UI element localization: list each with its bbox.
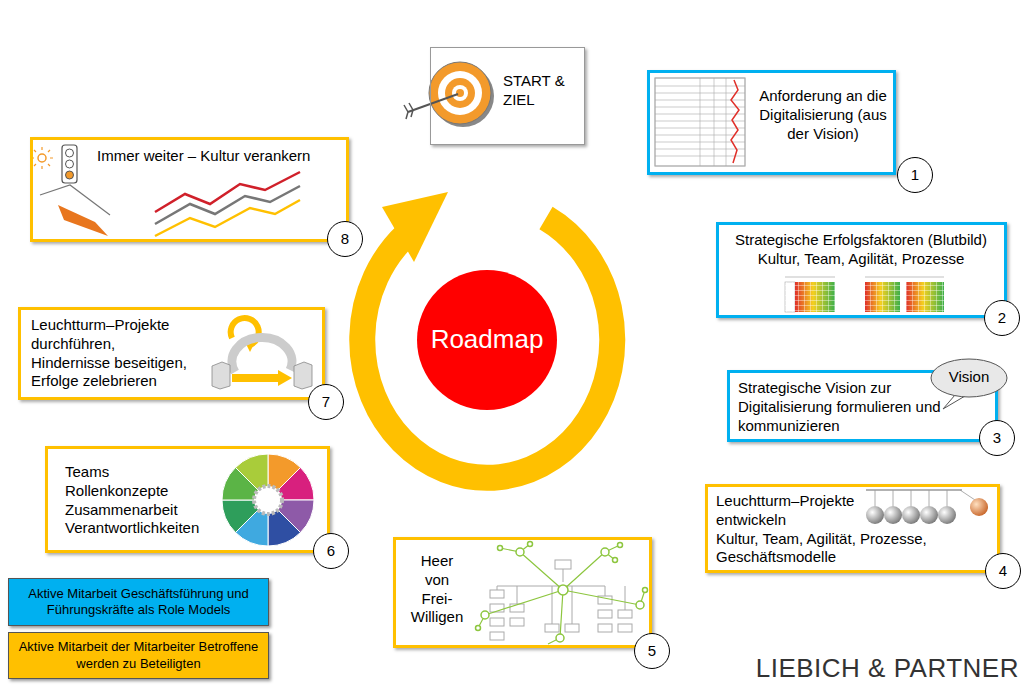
number-text: 4 bbox=[986, 554, 1020, 588]
text-group: Immer weiter – Kultur verankern bbox=[97, 147, 343, 166]
text-group: Anforderung an die Digitalisierung (aus … bbox=[756, 87, 890, 143]
step-box: Leuchtturm–Projekte durchführen,Hinderni… bbox=[18, 307, 325, 400]
speech-bubble: Vision bbox=[930, 358, 1008, 398]
node-text: Anforderung an die Digitalisierung (aus … bbox=[756, 87, 890, 143]
table-thumbnail bbox=[655, 78, 745, 166]
step-box: Anforderung an die Digitalisierung (aus … bbox=[647, 70, 896, 175]
node-text: Roadmap bbox=[417, 323, 557, 356]
number-text: 7 bbox=[309, 385, 343, 419]
node-text: Leuchtturm–Projekte entwickeln bbox=[716, 492, 866, 530]
network-chart bbox=[476, 542, 648, 645]
node-text: Kultur, Team, Agilität, Prozesse, Geschä… bbox=[716, 530, 994, 568]
node-text: Erfolge zelebrieren bbox=[31, 372, 211, 391]
text-group: 2 bbox=[985, 301, 1019, 335]
node-text: Leuchtturm–Projekte durchführen, bbox=[31, 316, 211, 354]
start-box: START & ZIEL bbox=[430, 47, 585, 145]
callout-number: 5 bbox=[634, 633, 670, 669]
text-group: 3 bbox=[980, 421, 1014, 455]
text-group: Leuchtturm–Projekte durchführen,Hinderni… bbox=[31, 316, 211, 391]
text-group: 5 bbox=[635, 634, 669, 668]
text-group: 1 bbox=[898, 158, 932, 192]
text-group: Roadmap bbox=[417, 323, 557, 356]
step-box: Immer weiter – Kultur verankern bbox=[30, 137, 349, 242]
number-text: 8 bbox=[328, 222, 362, 256]
node-text: Vision bbox=[930, 368, 1008, 387]
number-text: 6 bbox=[314, 534, 348, 568]
node-text: Teams bbox=[65, 463, 230, 482]
text-group: Leuchtturm–Projekte entwickelnKultur, Te… bbox=[716, 492, 994, 567]
legend-text: Aktive Mitarbeit der Mitarbeiter Betroff… bbox=[9, 636, 268, 675]
text-group: Strategische Erfolgsfaktoren (Blutbild) … bbox=[721, 231, 1001, 269]
node-text: Strategische Vision zur Digitalisierung … bbox=[738, 379, 943, 435]
number-text: 3 bbox=[980, 421, 1014, 455]
node-text: Hindernisse beseitigen, bbox=[31, 354, 211, 373]
text-group: 4 bbox=[986, 554, 1020, 588]
node-text: Immer weiter – Kultur verankern bbox=[97, 147, 343, 166]
callout-number: 7 bbox=[308, 384, 344, 420]
node-text: START & ZIEL bbox=[503, 72, 579, 110]
cycle-arrow bbox=[362, 192, 612, 478]
newtons-cradle bbox=[866, 490, 988, 524]
node-text: Rollenkonzepte bbox=[65, 482, 230, 501]
callout-number: 8 bbox=[327, 221, 363, 257]
text-group: 8 bbox=[328, 222, 362, 256]
number-text: 5 bbox=[635, 634, 669, 668]
number-text: 2 bbox=[985, 301, 1019, 335]
text-group: Vision bbox=[930, 368, 1008, 387]
node-text: Zusammenarbeit bbox=[65, 501, 230, 520]
legend-text: Aktive Mitarbeit Geschäftsführung und Fü… bbox=[9, 583, 268, 622]
text-group: START & ZIEL bbox=[503, 72, 579, 110]
step-box: Heer von Frei-Willigen bbox=[393, 537, 652, 648]
role-wheel bbox=[222, 454, 314, 546]
legend-swatch: Aktive Mitarbeit der Mitarbeiter Betroff… bbox=[8, 632, 269, 679]
text-group: TeamsRollenkonzepteZusammenarbeitVerantw… bbox=[65, 463, 230, 538]
callout-number: 1 bbox=[897, 157, 933, 193]
bloodcount-chart bbox=[785, 277, 945, 312]
callout-number: 2 bbox=[984, 300, 1020, 336]
text-group: 7 bbox=[309, 385, 343, 419]
target-icon bbox=[404, 62, 494, 127]
number-text: 1 bbox=[898, 158, 932, 192]
text-group: Heer von Frei-Willigen bbox=[408, 552, 466, 627]
cycle-icon bbox=[212, 318, 312, 389]
roadmap-circle: Roadmap bbox=[417, 270, 557, 410]
logo-text: LIEBICH & PARTNER bbox=[756, 652, 1019, 685]
callout-number: 3 bbox=[979, 420, 1015, 456]
step-box: Leuchtturm–Projekte entwickelnKultur, Te… bbox=[705, 484, 1000, 573]
text-group: 6 bbox=[314, 534, 348, 568]
legend-swatch: Aktive Mitarbeit Geschäftsführung und Fü… bbox=[8, 578, 269, 626]
node-text: Strategische Erfolgsfaktoren (Blutbild) … bbox=[721, 231, 1001, 269]
callout-number: 6 bbox=[313, 533, 349, 569]
node-text: Verantwortlichkeiten bbox=[65, 519, 230, 538]
callout-number: 4 bbox=[985, 553, 1021, 589]
text-group: Strategische Vision zur Digitalisierung … bbox=[738, 379, 943, 435]
node-text: Heer von Frei-Willigen bbox=[408, 552, 466, 627]
step-box: TeamsRollenkonzepteZusammenarbeitVerantw… bbox=[45, 446, 330, 553]
step-box: Strategische Erfolgsfaktoren (Blutbild) … bbox=[716, 222, 1007, 318]
